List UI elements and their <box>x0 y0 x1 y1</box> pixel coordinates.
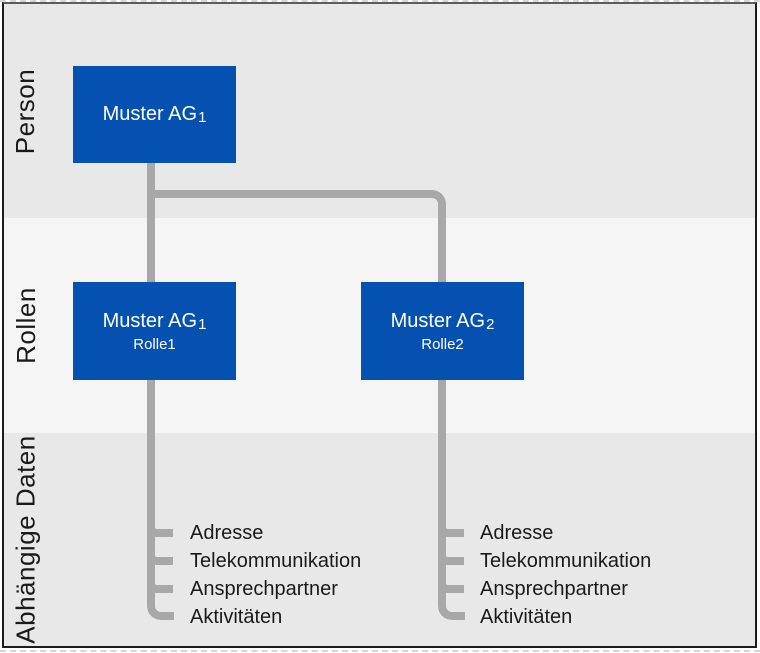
node-title: Muster AG2 <box>391 309 495 335</box>
band-label-abhaengige-daten: Abhängige Daten <box>10 435 41 644</box>
band-label-rollen: Rollen <box>10 287 41 364</box>
dependent-items-list-left: Adresse Telekommunikation Ansprechpartne… <box>190 519 361 631</box>
connector-person-to-role1 <box>147 163 155 282</box>
dependent-item-adresse: Adresse <box>480 521 554 544</box>
node-name-subscript: 2 <box>486 315 495 333</box>
dependent-item-aktivitaeten: Aktivitäten <box>480 605 573 628</box>
node-title: Muster AG1 <box>103 102 207 128</box>
node-name-subscript: 1 <box>198 108 207 126</box>
dependent-item-ansprechpartner: Ansprechpartner <box>480 577 628 600</box>
connector-role2-to-items <box>438 380 465 620</box>
band-label-column: Abhängige Daten <box>4 433 48 646</box>
connector-stub-right-telekommunikation <box>438 549 464 565</box>
node-role-label: Rolle2 <box>421 335 464 353</box>
band-abhaengige-daten: Abhängige Daten <box>4 433 755 646</box>
grid-tick-line-bottom <box>0 650 760 652</box>
band-label-column: Person <box>4 4 48 218</box>
node-name: Muster AG <box>102 309 198 332</box>
node-name: Muster AG <box>102 102 198 125</box>
connector-stub-right-adresse <box>438 521 464 537</box>
node-role2-muster-ag2: Muster AG2 Rolle2 <box>361 282 524 380</box>
connector-stub-left-telekommunikation <box>147 549 173 565</box>
node-title: Muster AG1 <box>103 309 207 335</box>
dependent-item-adresse: Adresse <box>190 521 264 544</box>
band-label-person: Person <box>10 68 41 154</box>
dependent-item-aktivitaeten: Aktivitäten <box>190 605 283 628</box>
grid-tick-line-top <box>0 0 760 2</box>
node-role1-muster-ag1: Muster AG1 Rolle1 <box>73 282 236 380</box>
connector-stub-right-ansprechpartner <box>438 577 464 593</box>
connector-person-to-role2 <box>147 190 446 282</box>
dependent-item-telekommunikation: Telekommunikation <box>190 549 362 572</box>
band-label-column: Rollen <box>4 218 48 433</box>
dependent-item-ansprechpartner: Ansprechpartner <box>190 577 338 600</box>
connector-role1-to-items <box>147 380 174 620</box>
node-name-subscript: 1 <box>198 315 207 333</box>
dependent-items-list-right: Adresse Telekommunikation Ansprechpartne… <box>480 519 651 631</box>
node-person-muster-ag1: Muster AG1 <box>73 66 236 163</box>
node-name: Muster AG <box>390 309 486 332</box>
connector-stub-left-adresse <box>147 521 173 537</box>
dependent-item-telekommunikation: Telekommunikation <box>480 549 652 572</box>
node-role-label: Rolle1 <box>133 335 176 353</box>
connector-stub-left-ansprechpartner <box>147 577 173 593</box>
